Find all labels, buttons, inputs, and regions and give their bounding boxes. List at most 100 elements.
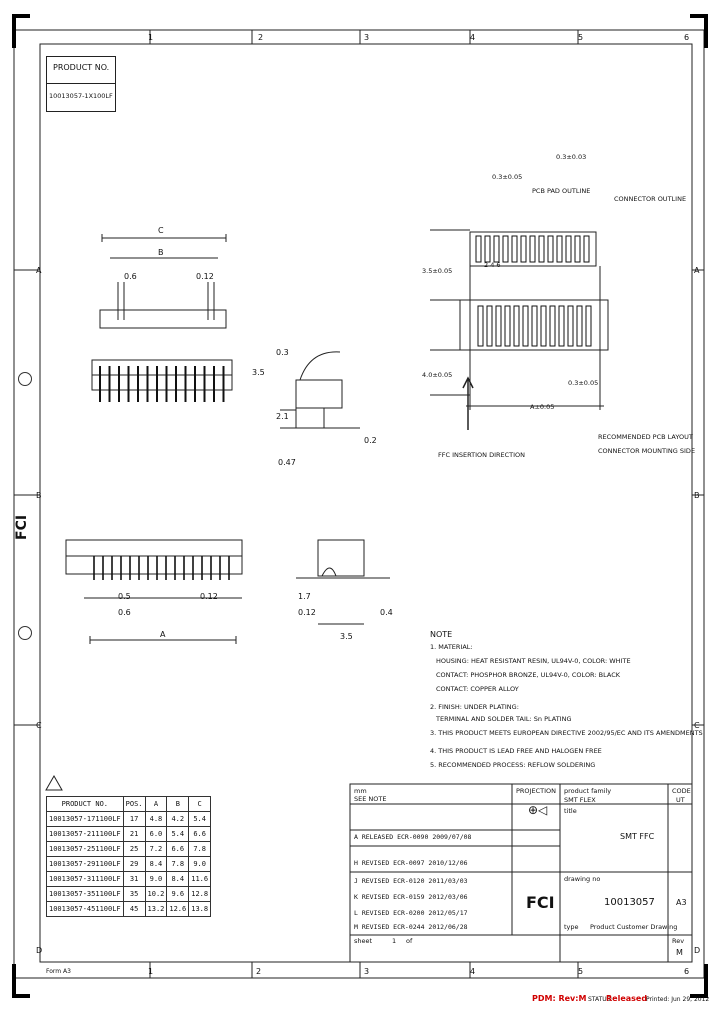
rev-ecr: ECR-0090 — [397, 833, 429, 841]
rev-desc: RELEASED — [361, 833, 394, 841]
cell: 10013057-451100LF — [46, 901, 124, 917]
unit-label: mm — [354, 787, 367, 795]
dim-ffc-2-1: 2.1 — [276, 412, 289, 421]
rev-date: 2009/07/08 — [432, 833, 472, 841]
note-line: 4. THIS PRODUCT IS LEAD FREE AND HALOGEN… — [430, 747, 602, 755]
rev-date: 2010/12/06 — [428, 859, 468, 867]
dim-side-3-5: 3.5 — [340, 632, 353, 641]
pcb-pad — [565, 235, 572, 263]
pcb-pad — [549, 305, 556, 347]
rev-desc: REVISED — [361, 893, 390, 901]
pcb-pad — [511, 235, 518, 263]
cell: 5.4 — [166, 826, 190, 842]
pcb-pad — [495, 305, 502, 347]
cell: 35 — [122, 886, 146, 902]
rev-date: 2011/03/03 — [428, 877, 468, 885]
revision-row: A RELEASED ECR-0090 2009/07/08 — [354, 834, 471, 841]
rev-ecr: ECR-0159 — [393, 893, 425, 901]
rev-letter: L — [354, 909, 358, 917]
cell: 10013057-351100LF — [46, 886, 124, 902]
printed-date: Printed: Jun 29, 2012 — [646, 996, 710, 1003]
cell: 6.0 — [144, 826, 168, 842]
pcb-dim-6: A±0.05 — [530, 403, 555, 411]
zone-bottom-1: 1 — [148, 967, 154, 976]
rev-ecr: ECR-0120 — [393, 877, 425, 885]
pcb-pad — [583, 235, 590, 263]
table-header: POS. — [122, 796, 146, 812]
cell: 9.6 — [166, 886, 190, 902]
cell: 7.2 — [144, 841, 168, 857]
pcb-pad — [547, 235, 554, 263]
cell: 21 — [122, 826, 146, 842]
rev-ecr: ECR-0244 — [393, 923, 425, 931]
dim-side-0-12: 0.12 — [298, 608, 316, 617]
product-box-header: PRODUCT NO. — [53, 63, 110, 72]
sheet-of-label: of — [406, 937, 413, 945]
status-value: Released — [606, 994, 648, 1003]
cell: 10013057-311100LF — [46, 871, 124, 887]
rev-letter: M — [354, 923, 358, 931]
note-line: TERMINAL AND SOLDER TAIL: Sn PLATING — [436, 715, 572, 723]
zone-top-5: 5 — [578, 33, 584, 42]
pcb-pad-outline-label: PCB PAD OUTLINE — [532, 187, 591, 195]
dim-ffc-0-3: 0.3 — [276, 348, 289, 357]
zone-bottom-6: 6 — [684, 967, 690, 976]
status-label: STATUS: — [588, 996, 613, 1003]
pcb-dim-4: 4.0±0.05 — [422, 371, 453, 379]
dim-b: B — [158, 248, 164, 257]
note-line: CONTACT: COPPER ALLOY — [436, 685, 519, 693]
pcb-pad — [513, 305, 520, 347]
cell: 4.2 — [166, 811, 190, 827]
table-header: B — [166, 796, 190, 812]
dim-bottom-0-5: 0.5 — [118, 592, 131, 601]
zone-left-a: A — [36, 266, 42, 275]
recommended-layout-label: RECOMMENDED PCB LAYOUT — [598, 433, 693, 441]
pcb-pad — [477, 305, 484, 347]
table-header-row: PRODUCT NO. POS. A B C — [46, 796, 212, 812]
cell: 12.6 — [166, 901, 190, 917]
rev-date: 2012/05/17 — [428, 909, 468, 917]
zone-bottom-2: 2 — [256, 967, 262, 976]
type-label: type — [564, 923, 579, 931]
pdm-rev: PDM: Rev:M — [532, 994, 587, 1003]
ffc-insertion-direction-label: FFC INSERTION DIRECTION — [438, 451, 526, 459]
pcb-pad — [529, 235, 536, 263]
zone-right-d: D — [694, 946, 701, 955]
note-line: CONTACT: PHOSPHOR BRONZE, UL94V-0, COLOR… — [436, 671, 620, 679]
pcb-dim-2: 0.3±0.05 — [492, 173, 523, 181]
rev-label: Rev — [672, 937, 685, 945]
table-header: C — [188, 796, 212, 812]
rev-date: 2012/03/06 — [428, 893, 468, 901]
pcb-pad — [486, 305, 493, 347]
rev-desc: REVISED — [361, 859, 390, 867]
see-note-label: SEE NOTE — [354, 795, 387, 803]
pcb-pad — [540, 305, 547, 347]
revision-row: J REVISED ECR-0120 2011/03/03 — [354, 878, 468, 885]
cell: 17 — [122, 811, 146, 827]
pcb-pad — [576, 305, 583, 347]
pad-numbers: 2 4 6 — [484, 261, 501, 269]
cell: 9.0 — [188, 856, 212, 872]
cell: 25 — [122, 841, 146, 857]
projection-label: PROJECTION — [516, 787, 556, 795]
zone-top-2: 2 — [258, 33, 264, 42]
zone-left-b: B — [36, 491, 42, 500]
dim-ffc-0-2: 0.2 — [364, 436, 377, 445]
product-box: PRODUCT NO. 10013057-1X100LF — [46, 56, 116, 112]
zone-top-6: 6 — [684, 33, 690, 42]
rev-letter: A — [354, 833, 358, 841]
cell: 10013057-251100LF — [46, 841, 124, 857]
drawing-no-label: drawing no — [564, 875, 601, 883]
rev-desc: REVISED — [361, 923, 390, 931]
cell: 31 — [122, 871, 146, 887]
hole-mark-icon — [18, 626, 32, 640]
dim-side-1-7: 1.7 — [298, 592, 311, 601]
pcb-pad — [484, 235, 491, 263]
pcb-pad — [538, 235, 545, 263]
